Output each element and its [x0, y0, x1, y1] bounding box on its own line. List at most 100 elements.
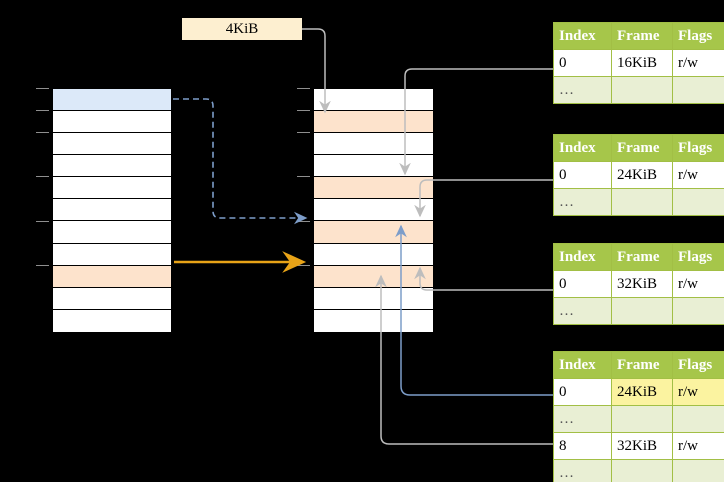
virtual-memory-column: [52, 88, 172, 332]
physical-memory-row-6[interactable]: [314, 221, 433, 244]
physical-memory-tick-0: [297, 88, 310, 89]
physical-memory-tick-6: [297, 220, 310, 222]
page-table-3-row[interactable]: …: [553, 297, 724, 325]
page-table-2-header-index: Index: [553, 134, 612, 162]
page-table-2-cell-0-1[interactable]: 24KiB: [611, 161, 673, 189]
virtual-memory-row-7[interactable]: [53, 243, 171, 266]
physical-memory-row-2[interactable]: [314, 133, 433, 156]
virtual-memory-row-3[interactable]: [53, 155, 171, 178]
virtual-memory-row-0[interactable]: [53, 89, 171, 112]
virtual-memory-row-4[interactable]: [53, 177, 171, 200]
physical-memory-tick-1: [297, 110, 310, 112]
wire-virtual-blue-to-physical: [173, 98, 308, 225]
page-table-3-cell-0-2[interactable]: r/w: [672, 270, 724, 298]
page-table-4-cell-0-1[interactable]: 24KiB: [611, 378, 673, 406]
page-table-4-cell-2-0[interactable]: 8: [553, 432, 612, 460]
physical-memory-tick-2: [297, 132, 310, 134]
page-table-1-header-flags: Flags: [672, 22, 724, 50]
page-table-4-header-frame: Frame: [611, 351, 673, 379]
page-table-3-cell-1-1[interactable]: [611, 297, 673, 325]
physical-memory-row-9[interactable]: [314, 287, 433, 310]
page-table-2-cell-1-1[interactable]: [611, 188, 673, 216]
page-size-label: 4KiB: [182, 18, 302, 40]
page-table-3-cell-0-0[interactable]: 0: [553, 270, 612, 298]
virtual-memory-tick-0: [36, 88, 49, 89]
physical-memory-row-8[interactable]: [314, 265, 433, 288]
page-table-1-cell-1-0[interactable]: …: [553, 76, 612, 104]
page-table-4-cell-0-0[interactable]: 0: [553, 378, 612, 406]
page-table-1-cell-0-2[interactable]: r/w: [672, 49, 724, 77]
virtual-memory-row-9[interactable]: [53, 287, 171, 310]
page-table-4-cell-1-0[interactable]: …: [553, 405, 612, 433]
page-table-1-cell-1-2[interactable]: [672, 76, 724, 104]
page-table-4-cell-3-2[interactable]: [672, 459, 724, 482]
virtual-memory-row-1[interactable]: [53, 111, 171, 134]
virtual-memory-tick-2: [36, 132, 49, 134]
virtual-memory-row-10[interactable]: [53, 309, 171, 332]
page-table-3-header-frame: Frame: [611, 243, 673, 271]
page-table-3-header-flags: Flags: [672, 243, 724, 271]
physical-memory-row-0[interactable]: [314, 89, 433, 112]
page-table-3-header-index: Index: [553, 243, 612, 271]
page-table-2-cell-1-2[interactable]: [672, 188, 724, 216]
page-table-4-cell-2-1[interactable]: 32KiB: [611, 432, 673, 460]
page-table-1-header-index: Index: [553, 22, 612, 50]
page-table-4-row[interactable]: …: [553, 459, 724, 482]
virtual-memory-row-6[interactable]: [53, 221, 171, 244]
physical-memory-row-10[interactable]: [314, 309, 433, 332]
virtual-memory-row-8[interactable]: [53, 265, 171, 288]
page-table-4-cell-1-2[interactable]: [672, 405, 724, 433]
physical-memory-tick-4: [297, 176, 310, 178]
physical-memory-column: [313, 88, 434, 332]
physical-memory-tick-8: [297, 264, 310, 266]
page-table-4-row[interactable]: …: [553, 405, 724, 433]
virtual-memory-tick-6: [36, 220, 49, 222]
virtual-memory-row-2[interactable]: [53, 133, 171, 156]
page-table-4-header-flags: Flags: [672, 351, 724, 379]
page-table-3-cell-1-2[interactable]: [672, 297, 724, 325]
wire-pt3-to-physical: [414, 266, 553, 291]
physical-memory-row-3[interactable]: [314, 155, 433, 178]
page-table-1-row[interactable]: …: [553, 76, 724, 104]
page-table-3-cell-1-0[interactable]: …: [553, 297, 612, 325]
page-table-4-cell-1-1[interactable]: [611, 405, 673, 433]
virtual-memory-tick-1: [36, 110, 49, 112]
physical-memory-row-7[interactable]: [314, 243, 433, 266]
page-table-1-cell-0-0[interactable]: 0: [553, 49, 612, 77]
page-table-2-cell-0-0[interactable]: 0: [553, 161, 612, 189]
page-table-2-header-frame: Frame: [611, 134, 673, 162]
page-table-4-cell-3-1[interactable]: [611, 459, 673, 482]
virtual-memory-tick-4: [36, 176, 49, 178]
page-table-1-header-frame: Frame: [611, 22, 673, 50]
page-table-4-header-index: Index: [553, 351, 612, 379]
page-table-3-cell-0-1[interactable]: 32KiB: [611, 270, 673, 298]
page-table-4-cell-0-2[interactable]: r/w: [672, 378, 724, 406]
page-table-2-cell-0-2[interactable]: r/w: [672, 161, 724, 189]
physical-memory-row-1[interactable]: [314, 111, 433, 134]
page-table-2-cell-1-0[interactable]: …: [553, 188, 612, 216]
virtual-memory-row-5[interactable]: [53, 199, 171, 222]
page-table-4-cell-2-2[interactable]: r/w: [672, 432, 724, 460]
virtual-memory-tick-8: [36, 264, 49, 266]
page-table-4-cell-3-0[interactable]: …: [553, 459, 612, 482]
page-table-2-row[interactable]: …: [553, 188, 724, 216]
physical-memory-row-5[interactable]: [314, 199, 433, 222]
page-table-1-cell-0-1[interactable]: 16KiB: [611, 49, 673, 77]
wire-pt2-to-physical: [414, 179, 553, 218]
page-table-1-cell-1-1[interactable]: [611, 76, 673, 104]
physical-memory-row-4[interactable]: [314, 177, 433, 200]
page-table-2-header-flags: Flags: [672, 134, 724, 162]
